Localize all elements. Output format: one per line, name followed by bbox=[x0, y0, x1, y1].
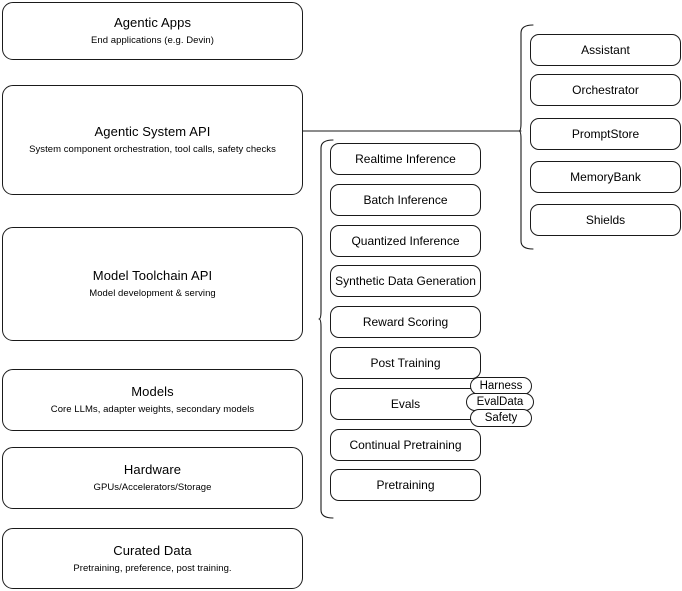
eval-pill-harness[interactable]: Harness bbox=[470, 377, 532, 395]
system-component-orchestrator[interactable]: Orchestrator bbox=[530, 74, 681, 106]
layer-title: Curated Data bbox=[113, 542, 192, 558]
layer-subtitle: Core LLMs, adapter weights, secondary mo… bbox=[50, 404, 255, 416]
layer-title: Model Toolchain API bbox=[92, 268, 213, 284]
system-component-assistant[interactable]: Assistant bbox=[530, 34, 681, 66]
toolchain-component-realtime-inference[interactable]: Realtime Inference bbox=[330, 143, 481, 175]
layer-title: Agentic System API bbox=[94, 124, 211, 140]
system-component-shields[interactable]: Shields bbox=[530, 204, 681, 236]
layer-title: Agentic Apps bbox=[113, 15, 192, 31]
toolchain-component-evals[interactable]: Evals bbox=[330, 388, 481, 420]
system-component-promptstore[interactable]: PromptStore bbox=[530, 118, 681, 150]
layer-subtitle: GPUs/Accelerators/Storage bbox=[93, 482, 212, 494]
toolchain-component-continual-pretraining[interactable]: Continual Pretraining bbox=[330, 429, 481, 461]
toolchain-component-batch-inference[interactable]: Batch Inference bbox=[330, 184, 481, 216]
toolchain-component-pretraining[interactable]: Pretraining bbox=[330, 469, 481, 501]
layer-box-model-toolchain-api[interactable]: Model Toolchain API Model development & s… bbox=[2, 227, 303, 341]
layer-subtitle: System component orchestration, tool cal… bbox=[29, 144, 276, 156]
eval-pill-safety[interactable]: Safety bbox=[470, 409, 532, 427]
layer-title: Models bbox=[131, 384, 174, 400]
system-component-memorybank[interactable]: MemoryBank bbox=[530, 161, 681, 193]
layer-title: Hardware bbox=[123, 462, 182, 478]
layer-box-agentic-system-api[interactable]: Agentic System API System component orche… bbox=[2, 85, 303, 195]
toolchain-component-reward-scoring[interactable]: Reward Scoring bbox=[330, 306, 481, 338]
toolchain-component-post-training[interactable]: Post Training bbox=[330, 347, 481, 379]
eval-pill-evaldata[interactable]: EvalData bbox=[466, 393, 534, 411]
layer-subtitle: Model development & serving bbox=[89, 288, 216, 300]
toolchain-component-synthetic-data-generation[interactable]: Synthetic Data Generation bbox=[330, 265, 481, 297]
layer-subtitle: Pretraining, preference, post training. bbox=[73, 562, 232, 574]
toolchain-component-quantized-inference[interactable]: Quantized Inference bbox=[330, 225, 481, 257]
layer-subtitle: End applications (e.g. Devin) bbox=[91, 35, 214, 47]
